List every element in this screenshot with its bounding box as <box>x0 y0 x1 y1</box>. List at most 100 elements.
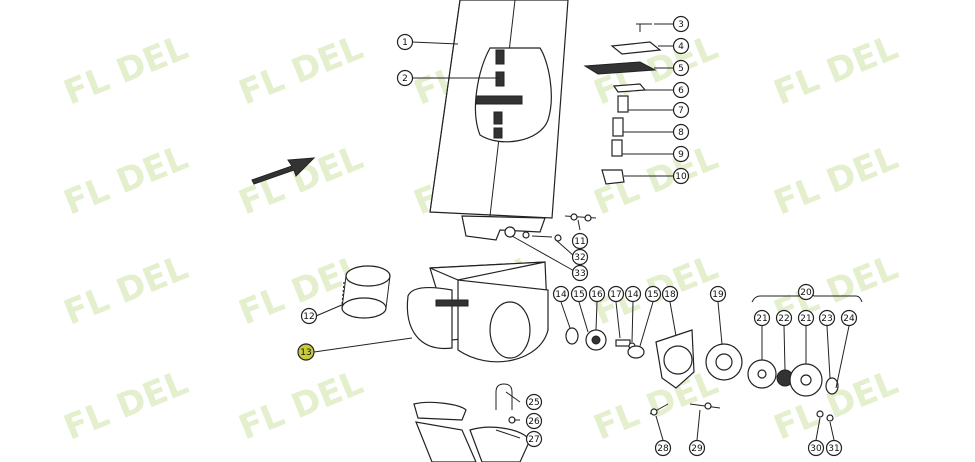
callout-8: 8 <box>672 123 690 141</box>
shaft-parts <box>565 327 645 359</box>
callout-17: 17 <box>607 285 625 303</box>
callout-number: 14 <box>555 290 567 300</box>
callout-9: 9 <box>672 145 690 163</box>
callout-number: 20 <box>800 288 812 298</box>
callout-33: 33 <box>571 264 589 282</box>
ring-band <box>341 265 391 319</box>
callout-16: 16 <box>588 285 606 303</box>
watermark: FL DEL <box>58 28 193 114</box>
small-parts-top <box>583 23 662 185</box>
callout-3: 3 <box>672 15 690 33</box>
callout-number: 5 <box>678 64 684 74</box>
callout-number: 27 <box>528 435 539 445</box>
fan-housing <box>406 261 549 363</box>
callout-27: 27 <box>525 430 543 448</box>
callout-number: 16 <box>591 290 603 300</box>
clip <box>617 95 629 113</box>
callout-28: 28 <box>654 439 672 457</box>
callout-number: 24 <box>843 314 855 324</box>
callout-number: 17 <box>610 290 621 300</box>
callout-number: 11 <box>574 237 585 247</box>
screw <box>636 23 652 32</box>
callout-number: 2 <box>402 74 408 84</box>
lower-bolts <box>649 402 834 422</box>
chute-tube <box>429 0 569 241</box>
callout-26: 26 <box>525 412 543 430</box>
callout-12: 12 <box>300 307 318 325</box>
callout-20: 20 <box>797 283 815 301</box>
callout-number: 3 <box>678 20 684 30</box>
bracket <box>601 169 625 185</box>
callout-number: 33 <box>574 269 585 279</box>
watermark: FL DEL <box>768 138 903 224</box>
watermark: FL DEL <box>58 363 193 449</box>
callout-13-highlighted: 13 <box>297 343 315 361</box>
callout-number: 1 <box>402 38 408 48</box>
callout-number: 19 <box>712 290 724 300</box>
callout-23: 23 <box>818 309 836 327</box>
callout-14b: 14 <box>624 285 642 303</box>
callout-14: 14 <box>552 285 570 303</box>
callout-5: 5 <box>672 59 690 77</box>
plate <box>610 41 662 55</box>
callout-22: 22 <box>775 309 793 327</box>
callout-number: 8 <box>678 128 684 138</box>
callout-number: 9 <box>678 150 684 160</box>
callout-32: 32 <box>571 248 589 266</box>
callout-number: 15 <box>647 290 658 300</box>
callout-15b: 15 <box>644 285 662 303</box>
callout-30: 30 <box>807 439 825 457</box>
callout-layer: 1 2 3 4 5 6 7 8 9 10 11 12 13 14 15 16 1… <box>297 15 858 457</box>
callout-number: 10 <box>675 172 687 182</box>
watermark: FL DEL <box>233 363 368 449</box>
callout-25: 25 <box>525 393 543 411</box>
watermark: FL DEL <box>58 248 193 334</box>
highlight-marker <box>297 343 315 361</box>
callout-number: 15 <box>573 290 584 300</box>
callout-number: 13 <box>300 348 311 358</box>
callout-number: 14 <box>627 290 639 300</box>
callout-10: 10 <box>672 167 690 185</box>
callout-4: 4 <box>672 37 690 55</box>
callout-number: 7 <box>678 106 684 116</box>
callout-6: 6 <box>672 81 690 99</box>
callout-11: 11 <box>571 232 589 250</box>
watermark: FL DEL <box>58 138 193 224</box>
callout-18: 18 <box>661 285 679 303</box>
callout-number: 31 <box>828 444 839 454</box>
callout-number: 22 <box>778 314 789 324</box>
watermark: FL DEL <box>768 28 903 114</box>
callout-number: 12 <box>303 312 314 322</box>
callout-number: 21 <box>756 314 767 324</box>
callout-number: 18 <box>664 290 676 300</box>
strip <box>612 83 647 93</box>
callout-1: 1 <box>396 33 414 51</box>
watermark: FL DEL <box>233 28 368 114</box>
callout-21: 21 <box>753 309 771 327</box>
callout-15: 15 <box>570 285 588 303</box>
direction-arrow-icon <box>251 157 316 185</box>
callout-number: 29 <box>691 444 703 454</box>
callout-2: 2 <box>396 69 414 87</box>
clip <box>612 117 624 137</box>
callout-number: 30 <box>810 444 822 454</box>
callout-21b: 21 <box>797 309 815 327</box>
bolt-set <box>504 213 597 242</box>
watermark: FL DEL <box>233 248 368 334</box>
callout-24: 24 <box>840 309 858 327</box>
lower-bracket-parts <box>413 383 531 462</box>
callout-number: 28 <box>657 444 669 454</box>
callout-number: 23 <box>821 314 832 324</box>
callout-number: 21 <box>800 314 811 324</box>
callout-19: 19 <box>709 285 727 303</box>
callout-number: 6 <box>678 86 684 96</box>
callout-7: 7 <box>672 101 690 119</box>
callout-number: 32 <box>574 253 585 263</box>
plate <box>583 61 657 75</box>
leader-lines <box>313 23 850 441</box>
callout-29: 29 <box>688 439 706 457</box>
callout-31: 31 <box>825 439 843 457</box>
callout-number: 25 <box>528 398 539 408</box>
